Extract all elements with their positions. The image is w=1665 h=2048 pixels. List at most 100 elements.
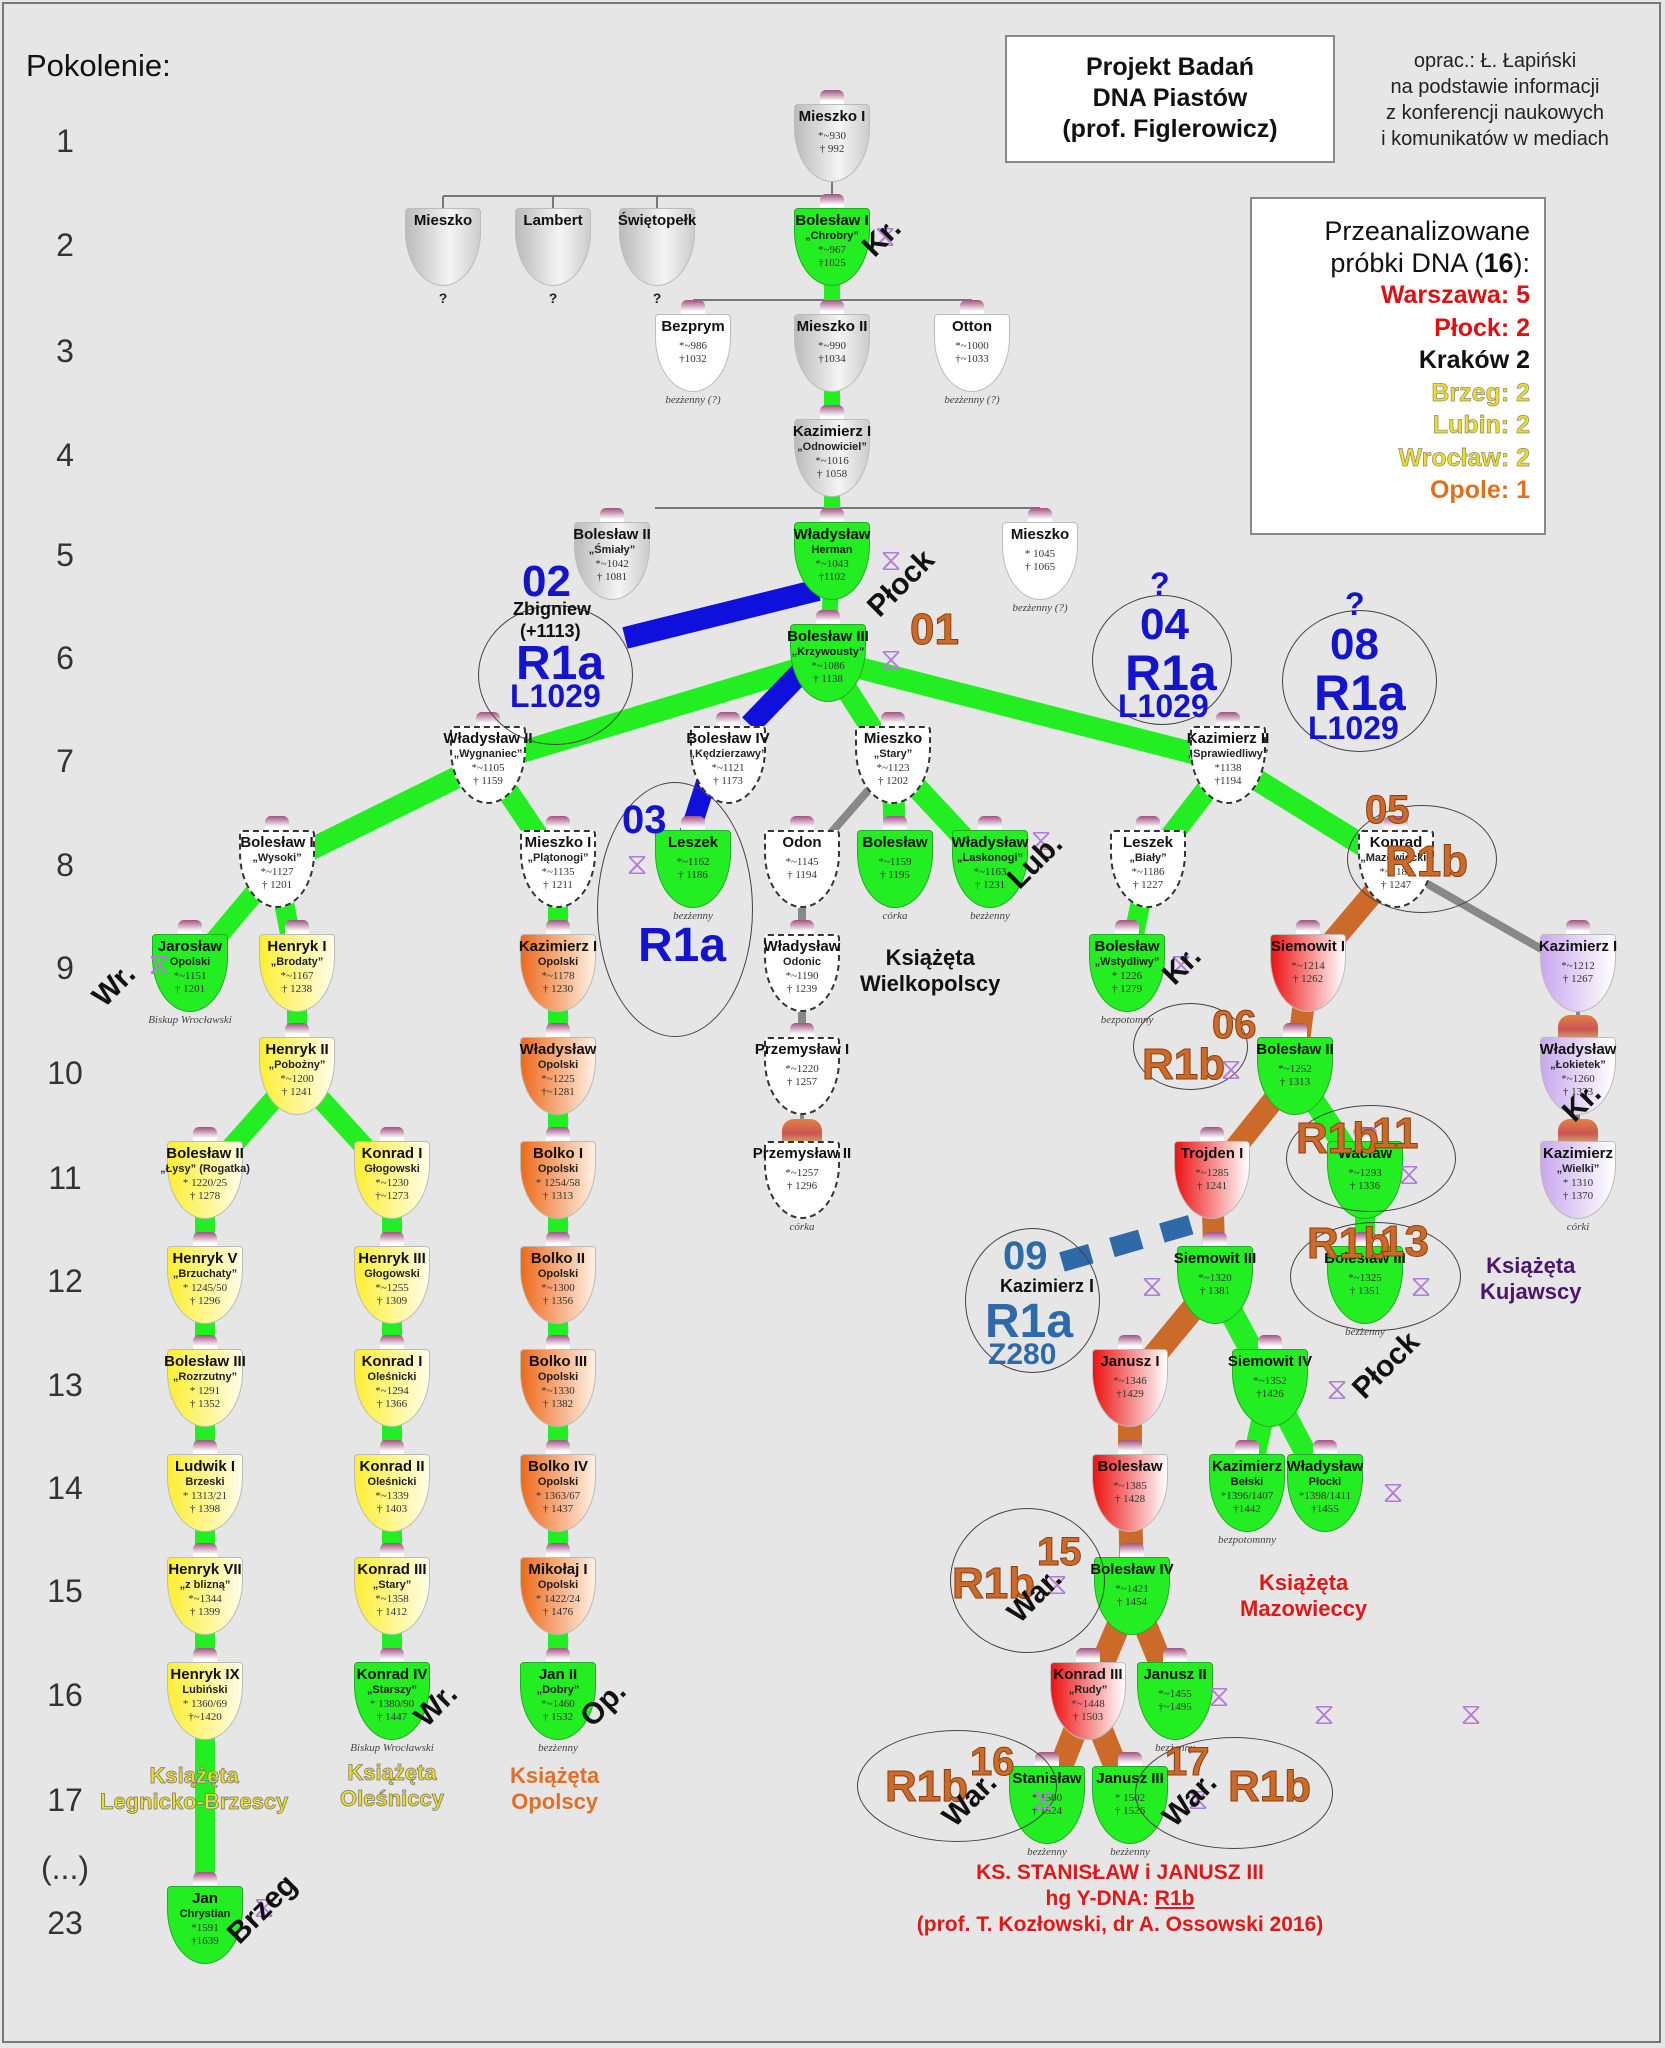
person-epithet: „Pobożny”: [268, 1059, 326, 1071]
coat-of-arms-shield: [794, 314, 870, 392]
person-node[interactable]: Bolesław I„Wysoki”*~1127† 1201: [239, 816, 315, 908]
dna-icon: ⧖: [874, 220, 896, 253]
person-node[interactable]: Mieszko?: [405, 194, 481, 306]
person-node[interactable]: Kazimierz II„Sprawiedliwy”*1138†1194: [1187, 712, 1269, 804]
haplogroup: R1b: [1306, 1219, 1391, 1268]
dna-icon: ⧖: [1046, 1568, 1068, 1601]
sample-ellipse: [1133, 1003, 1248, 1090]
person-node[interactable]: Władysław„Łokietek”*~1260† 1333: [1540, 1015, 1616, 1115]
person-node[interactable]: Bolesław IV*~1421† 1454: [1090, 1543, 1174, 1635]
person-node[interactable]: Mieszko„Stary”*~1123† 1202: [855, 712, 931, 804]
person-node[interactable]: Henryk I„Brodaty”*~1167† 1238: [259, 920, 335, 1012]
person-name: Mieszko I: [798, 108, 866, 125]
crown-icon: [960, 300, 984, 316]
person-node[interactable]: Siemowit III*~1320† 1381: [1174, 1232, 1256, 1324]
person-node[interactable]: Mieszko II*~990†1034: [794, 300, 870, 392]
person-node[interactable]: Siemowit IV*~1352†1426: [1228, 1335, 1312, 1427]
person-node[interactable]: Henryk II„Pobożny”*~1200† 1241: [259, 1023, 335, 1115]
person-name: Władysław: [763, 938, 841, 955]
person-node[interactable]: Mieszko I„Plątonogi”*~1135† 1211: [520, 816, 596, 908]
person-node[interactable]: Bolesław II„Śmiały”*~1042† 1081: [573, 508, 651, 600]
person-node[interactable]: Trojden I*~1285† 1241: [1174, 1127, 1250, 1219]
person-node[interactable]: Świętopełk?: [618, 194, 696, 306]
person-epithet: „Sprawiedliwy”: [1187, 748, 1269, 760]
crown-icon: [178, 920, 202, 936]
person-node[interactable]: Bolesław III„Krzywousty”*~1086† 1138: [787, 610, 869, 702]
sample-ellipse: [950, 1508, 1105, 1653]
crown-icon: [380, 1232, 404, 1248]
person-node[interactable]: Henryk VII„z blizną”*~1344† 1399: [167, 1543, 243, 1635]
birth-date: *~1220: [785, 1063, 819, 1075]
person-node[interactable]: Siemowit I*~1214† 1262: [1270, 920, 1346, 1012]
person-node[interactable]: Lambert?: [515, 194, 591, 306]
death-date: †~1420: [188, 1711, 222, 1723]
death-date: † 1173: [713, 775, 743, 787]
birth-date: *~1455: [1158, 1688, 1192, 1700]
birth-date: * 1313/21: [182, 1490, 228, 1502]
birth-date: * 1380/90: [369, 1698, 415, 1710]
person-note: bezżenny (?): [944, 394, 1000, 406]
person-node[interactable]: Leszek„Biały”*~1186† 1227: [1110, 816, 1186, 908]
person-epithet: „Plątonogi”: [527, 852, 589, 864]
generations-title: Pokolenie:: [26, 48, 171, 83]
person-node[interactable]: Władysław II„Wygnaniec”*~1105† 1159: [443, 712, 533, 804]
person-name: Mieszko I: [524, 834, 592, 851]
person-node[interactable]: Przemysław I*~1220† 1257: [755, 1023, 849, 1115]
birth-date: * 1422/24: [535, 1593, 581, 1605]
person-epithet: „Śmiały”: [588, 544, 636, 556]
person-node[interactable]: Kazimierz I*~1212† 1267: [1539, 920, 1617, 1012]
person-node[interactable]: Bolesław III„Rozrzutny”* 1291† 1352: [164, 1335, 246, 1427]
person-node[interactable]: Kazimierz I„Odnowiciel”*~1016† 1058: [793, 405, 871, 497]
person-node[interactable]: Bolesław I„Chrobry”*~967†1025: [794, 194, 870, 286]
dynasty-title-line: Książęta: [1258, 1570, 1349, 1595]
generation-number: 9: [56, 950, 74, 986]
birth-date: *~1344: [188, 1593, 222, 1605]
person-name: Bolesław: [862, 834, 928, 851]
person-node[interactable]: Henryk V„Brzuchaty”* 1245/50† 1296: [167, 1232, 243, 1324]
death-date: †1442: [1233, 1503, 1261, 1515]
birth-date: *~1016: [815, 455, 849, 467]
person-node[interactable]: Konrad III„Rudy”*~1448† 1503: [1050, 1648, 1126, 1740]
person-node[interactable]: Bolesław II*~1252† 1313: [1256, 1023, 1334, 1115]
person-node[interactable]: Mieszko I*~930† 992: [794, 90, 870, 182]
person-node[interactable]: Bolesław IV„Kędzierzawy”*~1121† 1173: [686, 712, 770, 804]
person-node[interactable]: Odon*~1145† 1194: [764, 816, 840, 908]
death-date: † 1382: [542, 1398, 574, 1410]
person-name: Konrad II: [359, 1458, 425, 1475]
person-node[interactable]: Konrad III„Stary”*~1358† 1412: [354, 1543, 430, 1635]
person-node[interactable]: Bolesław*~1385† 1428: [1092, 1440, 1168, 1532]
sample-number: 11: [1372, 1109, 1420, 1158]
person-node[interactable]: Janusz I*~1346†1429: [1092, 1335, 1168, 1427]
person-node[interactable]: Bolesław II„Łysy” (Rogatka)* 1220/25† 12…: [160, 1127, 250, 1219]
